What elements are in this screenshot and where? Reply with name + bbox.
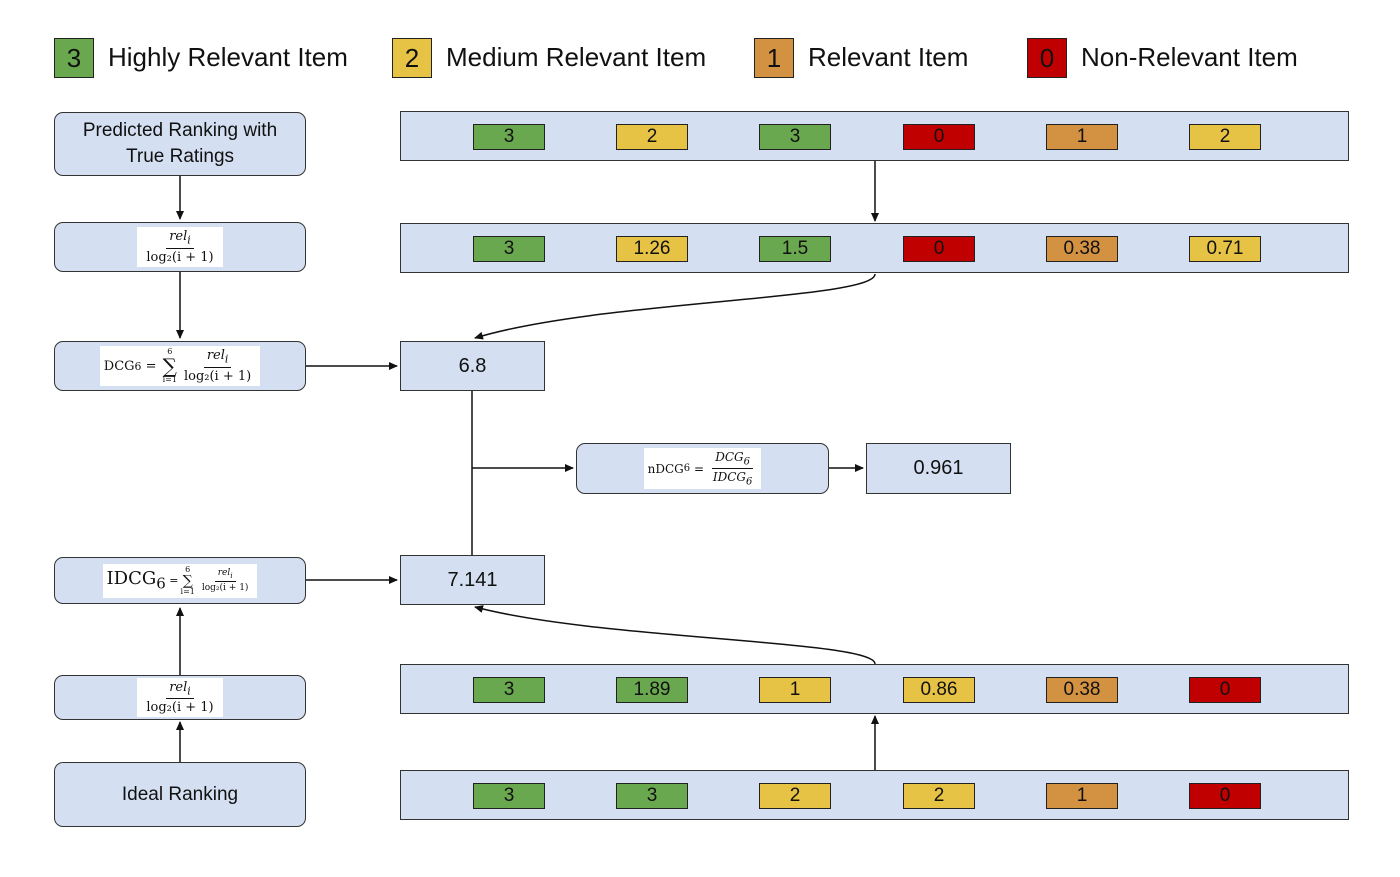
legend-label-1: Relevant Item [808, 42, 969, 72]
predicted-ratings-row: 3 2 3 0 1 2 [400, 111, 1349, 161]
rank-cell: 3 [616, 783, 688, 809]
rank-cell: 0.86 [903, 677, 975, 703]
rank-cell: 3 [473, 124, 545, 150]
rank-cell: 3 [473, 783, 545, 809]
rank-cell: 1 [1046, 783, 1118, 809]
legend-swatch-1: 1 [754, 38, 794, 78]
legend-swatch-0: 0 [1027, 38, 1067, 78]
idcg-formula-box: IDCG6 = 6∑i=1 reli log₂(i + 1) [54, 557, 306, 604]
dcg-value: 6.8 [458, 354, 487, 377]
rank-cell: 1.89 [616, 677, 688, 703]
rank-cell: 1 [759, 677, 831, 703]
rank-cell: 0 [1189, 677, 1261, 703]
ideal-ratings-row: 3 3 2 2 1 0 [400, 770, 1349, 820]
ideal-gain-formula-box: reli log₂(i + 1) [54, 675, 306, 720]
predicted-ranking-label: Predicted Ranking with True Ratings [82, 120, 278, 167]
rank-cell: 1.26 [616, 236, 688, 262]
gain-formula-box: reli log₂(i + 1) [54, 222, 306, 272]
rank-cell: 3 [759, 124, 831, 150]
ideal-ranking-box: Ideal Ranking [54, 762, 306, 827]
predicted-gains-row: 3 1.26 1.5 0 0.38 0.71 [400, 223, 1349, 273]
legend-swatch-2: 2 [392, 38, 432, 78]
rank-cell: 0 [903, 124, 975, 150]
rank-cell: 3 [473, 236, 545, 262]
rank-cell: 2 [759, 783, 831, 809]
rank-cell: 2 [616, 124, 688, 150]
rank-cell: 0 [1189, 783, 1261, 809]
legend-label-2: Medium Relevant Item [446, 42, 707, 72]
rank-cell: 1 [1046, 124, 1118, 150]
rank-cell: 1.5 [759, 236, 831, 262]
ndcg-value-box: 0.961 [866, 443, 1011, 494]
ideal-ranking-label: Ideal Ranking [121, 783, 239, 805]
arrow-gains-to-dcg [474, 273, 876, 340]
legend-label-0: Non-Relevant Item [1081, 42, 1298, 72]
rank-cell: 3 [473, 677, 545, 703]
rank-cell: 0.38 [1046, 677, 1118, 703]
gain-formula: reli log₂(i + 1) [137, 227, 223, 267]
predicted-ranking-box: Predicted Ranking with True Ratings [54, 112, 306, 176]
idcg-value-box: 7.141 [400, 555, 545, 605]
ideal-gain-formula: reli log₂(i + 1) [137, 677, 223, 718]
rank-cell: 0.38 [1046, 236, 1118, 262]
legend-swatch-3: 3 [54, 38, 94, 78]
rank-cell: 0.71 [1189, 236, 1261, 262]
ndcg-value: 0.961 [913, 457, 964, 479]
idcg-value: 7.141 [447, 568, 498, 591]
idcg-formula: IDCG6 = 6∑i=1 reli log₂(i + 1) [102, 563, 258, 598]
dcg-value-box: 6.8 [400, 341, 545, 391]
rank-cell: 0 [903, 236, 975, 262]
ideal-gains-row: 3 1.89 1 0.86 0.38 0 [400, 664, 1349, 714]
legend-label-3: Highly Relevant Item [108, 42, 348, 72]
rank-cell: 2 [1189, 124, 1261, 150]
arrow-ideal-gains-to-idcg [474, 605, 876, 665]
rank-cell: 2 [903, 783, 975, 809]
